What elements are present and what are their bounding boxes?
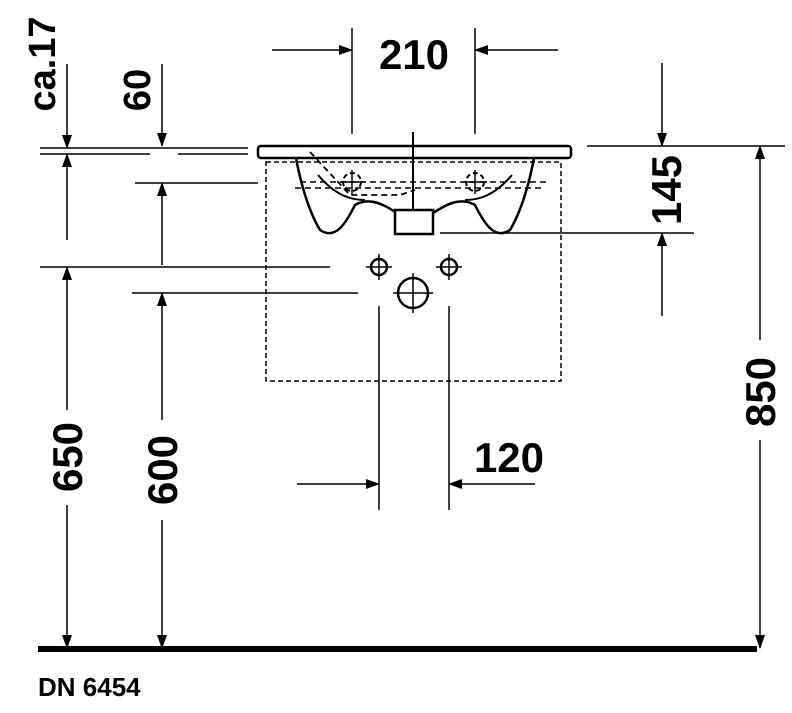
overflow-channel (309, 151, 416, 196)
cabinet-outline (265, 161, 562, 382)
tap-hole-left (340, 170, 364, 194)
dim-210: 210 (379, 31, 449, 78)
dim-650: 650 (44, 422, 91, 492)
supply-left (366, 254, 392, 280)
dim-600: 600 (139, 435, 186, 505)
dim-120: 120 (474, 434, 544, 481)
dim-60: 60 (117, 69, 159, 111)
basin-rim (256, 144, 573, 160)
dimension-arrows (62, 45, 765, 649)
extension-lines (40, 28, 785, 510)
tap-hole-right (463, 170, 487, 194)
supply-right (436, 254, 462, 280)
product-code: DN 6454 (38, 672, 141, 702)
dim-145: 145 (643, 155, 690, 225)
dim-ca17: ca.17 (22, 16, 64, 111)
dim-850: 850 (737, 357, 784, 427)
basin-inner (317, 174, 513, 201)
drain-body (393, 208, 435, 236)
waste-outlet (393, 273, 433, 313)
